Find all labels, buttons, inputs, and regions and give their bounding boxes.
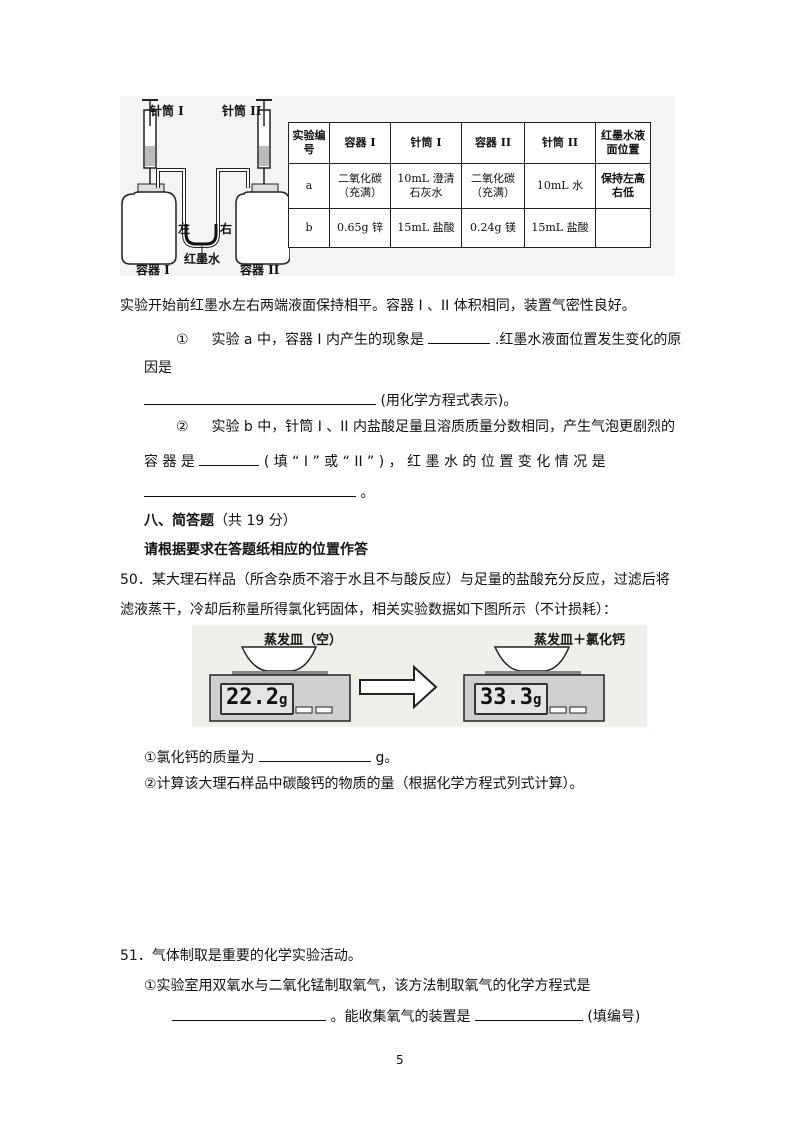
question-1-text-d: (用化学方程式表示)。 <box>380 393 518 409</box>
section-heading: 八、简答题（共 19 分） <box>144 511 297 531</box>
question-51: 51．气体制取是重要的化学实验活动。 <box>120 948 362 964</box>
question-2-line-2: 容 器 是 ( 填 “ I ” 或 “ II ” ) ， 红 墨 水 的 位 置… <box>144 449 606 472</box>
page-number: 5 <box>396 1053 404 1067</box>
dish-with-chloride-label: 蒸发皿＋氯化钙 <box>534 633 626 648</box>
table-cell: 0.65g 锌 <box>329 208 391 248</box>
section-title: 八、简答题 <box>144 513 214 529</box>
question-2-text-c: 。 <box>360 485 375 501</box>
question-1-line-1: ① 实验 a 中，容器 I 内产生的现象是 .红墨水液面位置发生变化的原 <box>176 327 681 350</box>
table-row: a 二氧化碳（充满） 10mL 澄清石灰水 二氧化碳（充满） 10mL 水 保持… <box>288 163 651 209</box>
question-2-mark: ② <box>176 419 189 435</box>
empty-dish-label: 蒸发皿（空） <box>264 633 343 648</box>
table-cell: 二氧化碳（充满） <box>461 163 525 209</box>
table-cell <box>595 208 651 248</box>
table-row: b 0.65g 锌 15mL 盐酸 0.24g 镁 15mL 盐酸 <box>288 208 651 248</box>
question-2-text-b1: 容 器 是 <box>144 454 195 470</box>
question-1-text-a: 实验 a 中，容器 I 内产生的现象是 <box>211 332 424 348</box>
question-51-1: ①实验室用双氧水与二氧化锰制取氧气，该方法制取氧气的化学方程式是 <box>144 978 591 994</box>
apparatus-figure: 针筒 I 针筒 II 左 右 红墨水 容器 I 容器 II 实验编号 容器 I … <box>120 96 675 276</box>
instruction-text: 请根据要求在答题纸相应的位置作答 <box>144 542 368 558</box>
question-1-line-3: (用化学方程式表示)。 <box>144 388 517 411</box>
intro-text: 实验开始前红墨水左右两端液面保持相平。容器 I 、II 体积相同，装置气密性良好… <box>120 298 636 314</box>
balance-figure: 蒸发皿（空） 蒸发皿＋氯化钙 22.2g 33.3g <box>192 625 647 727</box>
table-header-row: 实验编号 容器 I 针筒 I 容器 II 针筒 II 红墨水液面位置 <box>288 122 651 164</box>
question-50-1-text-b: g。 <box>375 750 399 766</box>
question-2-text-b2: ( 填 “ I ” 或 “ II ” ) ， 红 墨 水 的 位 置 变 化 情… <box>263 454 606 470</box>
collection-device-blank[interactable] <box>474 1004 583 1021</box>
section-score: （共 19 分） <box>214 513 297 529</box>
question-2-line-3: 。 <box>144 480 374 503</box>
right-scale-display: 33.3g <box>474 683 548 715</box>
table-cell: 10mL 水 <box>524 163 596 209</box>
question-50-1-text-a: ①氯化钙的质量为 <box>144 750 255 766</box>
question-2-answer-blank-1[interactable] <box>199 449 260 466</box>
table-header: 针筒 II <box>524 122 596 164</box>
question-51-text-a: 。能收集氧气的装置是 <box>330 1009 471 1025</box>
question-50-line-2: 滤液蒸干，冷却后称量所得氯化钙固体，相关实验数据如下图所示（不计损耗）： <box>120 602 617 618</box>
calcium-chloride-mass-blank[interactable] <box>259 745 372 762</box>
left-scale-reading: 22.2 <box>226 685 279 710</box>
container-1-label: 容器 I <box>136 263 170 276</box>
question-1-text-b: .红墨水液面位置发生变化的原 <box>494 332 682 348</box>
ink-label: 红墨水 <box>184 252 221 266</box>
question-2-line-1: ② 实验 b 中，针筒 I 、II 内盐酸足量且溶质质量分数相同，产生气泡更剧烈… <box>176 417 675 437</box>
table-cell: 保持左高右低 <box>595 163 651 209</box>
right-label: 右 <box>220 222 233 236</box>
question-1-answer-blank-2[interactable] <box>144 388 376 405</box>
left-scale-display: 22.2g <box>220 683 294 715</box>
table-cell: a <box>288 163 330 209</box>
table-cell: 15mL 盐酸 <box>524 208 596 248</box>
left-scale-unit: g <box>278 692 288 708</box>
equation-answer-blank[interactable] <box>172 1004 326 1021</box>
table-header: 容器 II <box>461 122 525 164</box>
table-cell: 10mL 澄清石灰水 <box>390 163 462 209</box>
question-2-text-a: 实验 b 中，针筒 I 、II 内盐酸足量且溶质质量分数相同，产生气泡更剧烈的 <box>211 419 675 435</box>
container-2-label: 容器 II <box>240 263 280 276</box>
question-50-1: ①氯化钙的质量为 g。 <box>144 745 398 768</box>
right-scale-reading: 33.3 <box>480 685 533 710</box>
syringe-1-label: 针筒 I <box>150 104 184 118</box>
experiment-table: 实验编号 容器 I 针筒 I 容器 II 针筒 II 红墨水液面位置 a 二氧化… <box>288 122 651 248</box>
apparatus-drawing <box>121 99 290 265</box>
question-1-mark: ① <box>176 332 189 348</box>
table-cell: 15mL 盐酸 <box>390 208 462 248</box>
right-scale-unit: g <box>532 692 542 708</box>
question-50-line-1: 50．某大理石样品（所含杂质不溶于水且不与酸反应）与足量的盐酸充分反应，过滤后将 <box>120 572 670 588</box>
question-2-answer-blank-2[interactable] <box>144 480 356 497</box>
question-51-text-b: (填编号) <box>587 1009 641 1025</box>
question-1-answer-blank-1[interactable] <box>428 327 491 344</box>
question-1-text-c: 因是 <box>144 360 172 376</box>
table-header: 针筒 I <box>390 122 462 164</box>
question-51-1-line-2: 。能收集氧气的装置是 (填编号) <box>172 1004 640 1027</box>
left-label: 左 <box>178 222 191 236</box>
table-header: 红墨水液面位置 <box>595 122 651 164</box>
table-header: 实验编号 <box>288 122 330 164</box>
syringe-2-label: 针筒 II <box>222 104 262 118</box>
table-cell: b <box>288 208 330 248</box>
table-header: 容器 I <box>329 122 391 164</box>
table-cell: 0.24g 镁 <box>461 208 525 248</box>
question-50-2: ②计算该大理石样品中碳酸钙的物质的量（根据化学方程式列式计算）。 <box>144 776 584 792</box>
table-cell: 二氧化碳（充满） <box>329 163 391 209</box>
